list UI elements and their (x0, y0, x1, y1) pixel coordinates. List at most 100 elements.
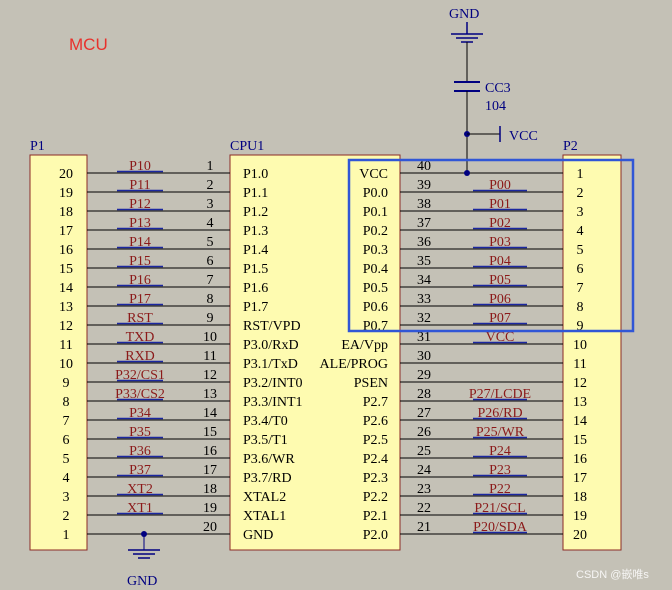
right-net-label: P26/RD (477, 406, 522, 421)
cpu-right-pin-number: 31 (417, 330, 431, 345)
left-net-label: RST (127, 311, 153, 326)
top-vcc-symbol: VCC (467, 126, 538, 144)
p2-pin-number: 14 (573, 414, 587, 429)
cc3-value: 104 (485, 99, 506, 114)
cpu-left-pin-name: P3.2/INT0 (243, 376, 303, 391)
cpu-left-pin-number: 18 (203, 482, 217, 497)
schematic-title: MCU (69, 35, 108, 54)
cc3-designator: CC3 (485, 81, 511, 96)
cpu-left-pin-name: P1.0 (243, 167, 268, 182)
p1-designator: P1 (30, 139, 45, 154)
right-net-label: P04 (489, 254, 511, 269)
p2-pin-number: 12 (573, 376, 587, 391)
cpu-right-pin-name: P0.2 (363, 224, 388, 239)
right-net-label: P06 (489, 292, 511, 307)
right-wires: 40P0039P0138P0237P0336P0435P0534P0633P07… (400, 159, 563, 535)
cpu1-microcontroller[interactable]: CPU1 P1.0P1.1P1.2P1.3P1.4P1.5P1.6P1.7RST… (229, 139, 401, 551)
cpu-left-pin-number: 12 (203, 368, 217, 383)
p2-pin-number: 3 (577, 205, 584, 220)
cpu-right-pin-name: EA/Vpp (341, 338, 388, 353)
p1-pin-number: 8 (63, 395, 70, 410)
right-net-label: P02 (489, 216, 511, 231)
p1-pin-number: 1 (63, 528, 70, 543)
cpu-right-pin-name: P0.4 (363, 262, 388, 277)
cpu-right-pin-name: P2.4 (363, 452, 388, 467)
cpu-right-pin-name: P2.0 (363, 528, 388, 543)
cpu-left-pin-name: XTAL1 (243, 509, 286, 524)
cpu-left-pin-name: XTAL2 (243, 490, 286, 505)
cpu-right-pin-name: VCC (359, 167, 388, 182)
top-gnd-symbol: GND (449, 7, 483, 43)
p1-pin-number: 4 (63, 471, 70, 486)
top-gnd-label: GND (449, 7, 479, 22)
p1-pin-number: 13 (59, 300, 73, 315)
cpu-right-pin-number: 33 (417, 292, 431, 307)
right-net-label: P03 (489, 235, 511, 250)
cpu-left-pin-number: 3 (207, 197, 214, 212)
p2-pin-number: 11 (573, 357, 586, 372)
left-net-label: P10 (129, 159, 151, 174)
cpu-right-pin-number: 25 (417, 444, 431, 459)
p2-pin-number: 2 (577, 186, 584, 201)
cpu-right-pin-name: P2.5 (363, 433, 388, 448)
cpu-left-pin-number: 10 (203, 330, 217, 345)
bottom-gnd-label: GND (127, 574, 157, 589)
left-net-label: P14 (129, 235, 151, 250)
cpu-right-pin-name: P0.3 (363, 243, 388, 258)
cpu-right-pin-number: 35 (417, 254, 431, 269)
cpu-right-pin-number: 38 (417, 197, 431, 212)
p1-pin-number: 3 (63, 490, 70, 505)
cpu-right-pin-number: 29 (417, 368, 431, 383)
cpu-left-pin-number: 1 (207, 159, 214, 174)
cpu-right-pin-number: 26 (417, 425, 431, 440)
p1-pin-number: 14 (59, 281, 73, 296)
left-net-label: P32/CS1 (115, 368, 165, 383)
cpu-right-pin-number: 37 (417, 216, 431, 231)
right-net-label: P27/LCDE (469, 387, 531, 402)
cpu-right-pin-name: P2.7 (363, 395, 388, 410)
cpu-left-pin-number: 2 (207, 178, 214, 193)
cpu1-body (229, 154, 401, 551)
p1-pin-number: 7 (63, 414, 70, 429)
p2-designator: P2 (563, 139, 578, 154)
cpu-left-pin-number: 9 (207, 311, 214, 326)
cpu-right-pin-number: 21 (417, 520, 431, 535)
p1-pin-number: 11 (59, 338, 72, 353)
cpu-left-pin-name: P3.5/T1 (243, 433, 288, 448)
cpu-right-pin-number: 39 (417, 178, 431, 193)
cpu-left-pin-name: RST/VPD (243, 319, 301, 334)
p1-pin-number: 12 (59, 319, 73, 334)
p2-pin-number: 7 (577, 281, 584, 296)
right-net-label: P21/SCL (474, 501, 525, 516)
p2-pin-number: 1 (577, 167, 584, 182)
cpu-left-pin-name: P1.2 (243, 205, 268, 220)
cpu-left-pin-name: P3.0/RxD (243, 338, 299, 353)
left-net-label: P36 (129, 444, 151, 459)
cpu-left-pin-number: 19 (203, 501, 217, 516)
right-net-label: VCC (486, 330, 515, 345)
cpu-right-pin-number: 24 (417, 463, 431, 478)
p2-pin-number: 13 (573, 395, 587, 410)
left-net-label: P12 (129, 197, 151, 212)
cpu-right-pin-number: 40 (417, 159, 431, 174)
p2-pin-number: 6 (577, 262, 584, 277)
left-net-label: XT1 (127, 501, 153, 516)
p1-pin-number: 9 (63, 376, 70, 391)
cpu-left-pin-number: 17 (203, 463, 217, 478)
cpu-left-pin-number: 5 (207, 235, 214, 250)
left-net-label: TXD (126, 330, 155, 345)
left-net-label: P37 (129, 463, 151, 478)
p1-pin-number: 10 (59, 357, 73, 372)
cpu-left-pin-number: 6 (207, 254, 214, 269)
right-net-label: P07 (489, 311, 511, 326)
capacitor-cc3[interactable]: CC3 104 (454, 42, 511, 176)
left-net-label: P11 (129, 178, 150, 193)
cpu-right-pin-name: PSEN (354, 376, 388, 391)
left-net-label: P34 (129, 406, 151, 421)
bottom-gnd-symbol: GND (127, 531, 160, 589)
right-net-label: P22 (489, 482, 511, 497)
